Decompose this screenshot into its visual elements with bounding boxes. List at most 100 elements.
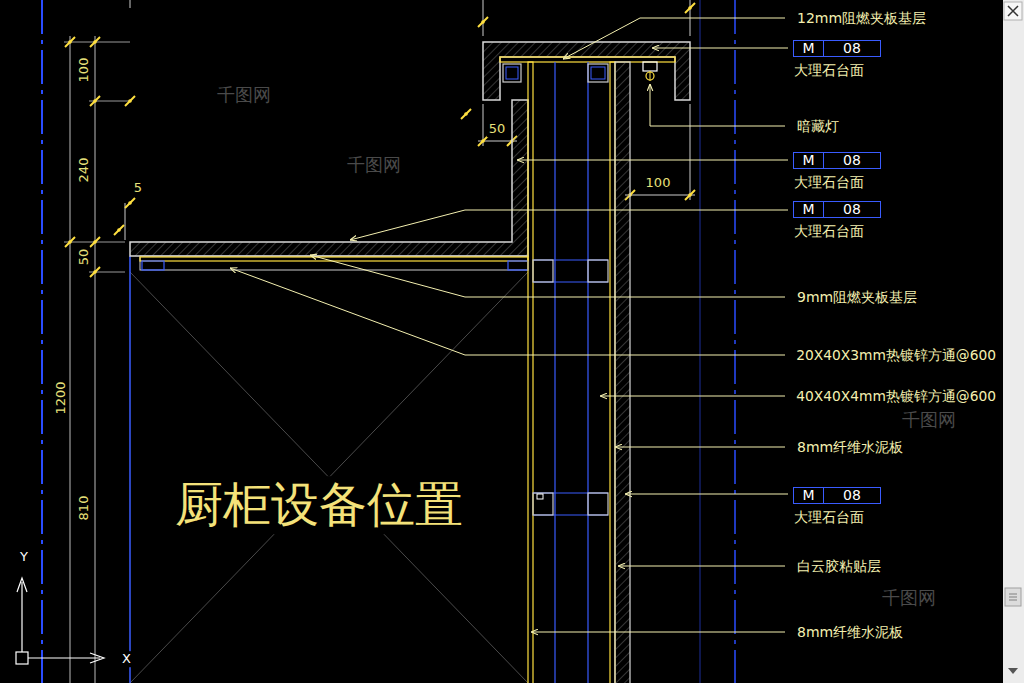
cement-board: [610, 62, 615, 683]
extension-line: [690, 104, 691, 200]
callout-text: 12mm阻燃夹板基层: [795, 10, 928, 27]
callout-text: 9mm阻燃夹板基层: [795, 289, 919, 306]
dimension-tick: [478, 17, 488, 27]
steel-tube: [503, 64, 521, 82]
leader-line: [563, 18, 785, 59]
material-number: 08: [824, 488, 880, 503]
tag-box: M08: [793, 487, 881, 504]
material-number: 08: [824, 202, 880, 217]
material-name: 大理石台面: [793, 509, 865, 526]
dimension-text: 50: [77, 247, 90, 268]
leader-line: [625, 494, 788, 495]
dimension-text: 100: [644, 175, 673, 191]
close-button: [1004, 2, 1022, 20]
dimension-tick: [114, 225, 124, 235]
ucs-box: [16, 652, 28, 664]
axis-label: Y: [18, 549, 30, 565]
leader-line: [652, 48, 788, 49]
dimension-tick: [461, 109, 471, 119]
steel-tube: [533, 260, 553, 282]
ucs-axis: [28, 657, 100, 658]
steel-tube: [142, 261, 164, 270]
light-fixture: [643, 62, 657, 71]
callout-text: 20X40X3mm热镀锌方通@600: [794, 347, 998, 364]
scrollbar: [1003, 0, 1024, 683]
callout-text: 40X40X4mm热镀锌方通@600: [794, 388, 998, 405]
material-name: 大理石台面: [793, 62, 865, 79]
material-tag: M08 大理石台面: [793, 40, 881, 79]
dimension-tick: [90, 267, 100, 277]
plywood-base: [140, 257, 528, 261]
steel-tube: [588, 260, 608, 282]
dimension-tick: [685, 190, 695, 200]
callout-text: 8mm纤维水泥板: [795, 624, 905, 641]
dimension-tick: [685, 3, 695, 13]
marble-counter: [130, 100, 528, 256]
callout-text: 白云胶粘贴层: [795, 558, 883, 575]
zone-title: 厨柜设备位置: [173, 476, 465, 534]
callout-text: 暗藏灯: [795, 118, 841, 135]
dimension-tick: [90, 96, 100, 106]
material-name: 大理石台面: [793, 174, 865, 191]
light-fixture: [650, 71, 651, 81]
dimension-text: 100: [77, 56, 90, 85]
steel-tube: [508, 261, 528, 270]
dimension-line: [95, 36, 96, 683]
material-number: 08: [824, 153, 880, 168]
leader-line: [615, 447, 785, 448]
callout-text: 8mm纤维水泥板: [795, 439, 905, 456]
leader-line: [310, 255, 785, 297]
dimension-text: 1200: [54, 379, 67, 416]
axis-label: X: [120, 651, 133, 667]
scroll-thumb: [1005, 588, 1021, 606]
tag-box: M08: [793, 152, 881, 169]
center-line: [41, 0, 43, 683]
dimension-line: [625, 195, 695, 196]
dimension-text: 810: [77, 494, 90, 523]
dimension-tick: [90, 37, 100, 47]
material-tag: M08 大理石台面: [793, 487, 881, 526]
steel-tube: [533, 493, 553, 515]
watermark: 千图网: [345, 154, 403, 176]
tag-box: M08: [793, 40, 881, 57]
scroll-arrow: [1008, 668, 1018, 674]
dimension-tick: [478, 136, 488, 146]
marble-cap: [483, 42, 690, 100]
dimension-line: [70, 36, 71, 683]
leader-line: [230, 268, 785, 355]
dimension-tick: [90, 237, 100, 247]
steel-tube: [506, 67, 518, 79]
leader-line: [650, 84, 785, 126]
zone-diagonal: [130, 272, 528, 683]
plywood-base: [140, 256, 528, 270]
leader-line: [350, 210, 788, 240]
dimension-tick: [125, 198, 135, 208]
tag-box: M08: [793, 201, 881, 218]
light-fixture: [646, 72, 654, 80]
ucs-arrow: [90, 653, 104, 663]
material-number: 08: [824, 41, 880, 56]
marble-cladding: [615, 62, 630, 683]
steel-tube: [588, 64, 608, 82]
material-code: M: [794, 488, 824, 503]
zone-diagonal: [130, 272, 528, 683]
close-icon: [1008, 6, 1018, 16]
extension-line: [130, 0, 131, 8]
dimension-text: 50: [487, 121, 508, 137]
cabinet-edge: [129, 256, 131, 683]
scroll-grip: [1009, 594, 1017, 600]
steel-tube: [588, 493, 608, 515]
dimension-tick: [65, 37, 75, 47]
extension-line: [483, 0, 484, 36]
leader-line: [618, 566, 785, 567]
material-code: M: [794, 202, 824, 217]
extension-line: [125, 203, 126, 240]
extension-line: [64, 42, 130, 43]
steel-tube: [591, 67, 605, 79]
dimension-tick: [125, 96, 135, 106]
material-tag: M08 大理石台面: [793, 152, 881, 191]
center-line: [734, 0, 736, 683]
